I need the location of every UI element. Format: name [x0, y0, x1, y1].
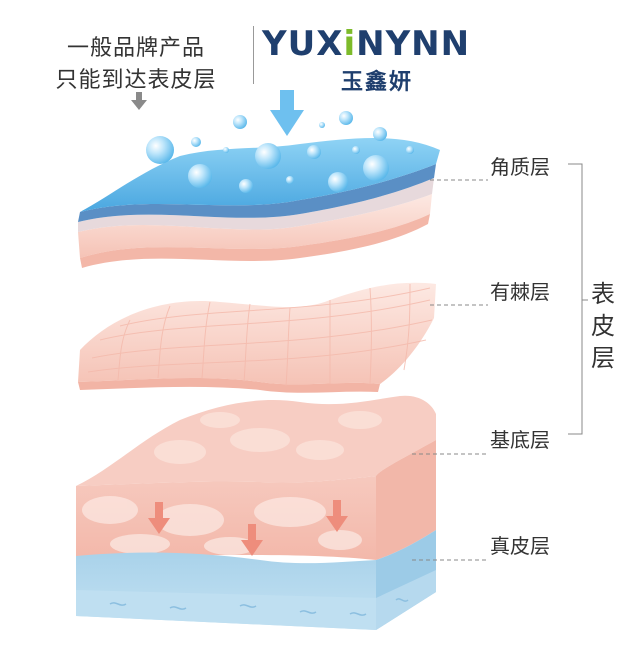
stratum-spinosum-sheet: [78, 282, 436, 393]
label-stratum-corneum: 角质层: [490, 155, 550, 179]
penetration-arrow-icon: [270, 90, 304, 136]
label-dermis: 真皮层: [490, 534, 550, 558]
caption-line-2: 只能到达表皮层: [55, 68, 217, 93]
label-leader-lines: [412, 179, 488, 561]
skin-block: [76, 395, 436, 630]
brand-name-part-2: NYNN: [356, 24, 471, 64]
epidermis-bracket: [568, 163, 588, 435]
brand-name-part-1: YUX: [262, 24, 344, 64]
water-bubbles: [146, 111, 414, 193]
stratum-corneum-stack: [78, 138, 440, 268]
label-stratum-basale: 基底层: [490, 428, 550, 452]
label-epidermis: 表皮层: [591, 280, 615, 372]
label-stratum-spinosum: 有棘层: [490, 280, 550, 304]
absorption-arrows-icon: [148, 500, 348, 556]
brand-name-highlight: i: [343, 24, 357, 64]
header-divider: [253, 26, 254, 84]
brand-name-chinese: 玉鑫妍: [340, 70, 413, 95]
caption-line-1: 一般品牌产品: [66, 36, 205, 61]
brand-logo: YUXiNYNN: [262, 24, 482, 64]
caption-down-arrow-icon: [131, 92, 147, 110]
